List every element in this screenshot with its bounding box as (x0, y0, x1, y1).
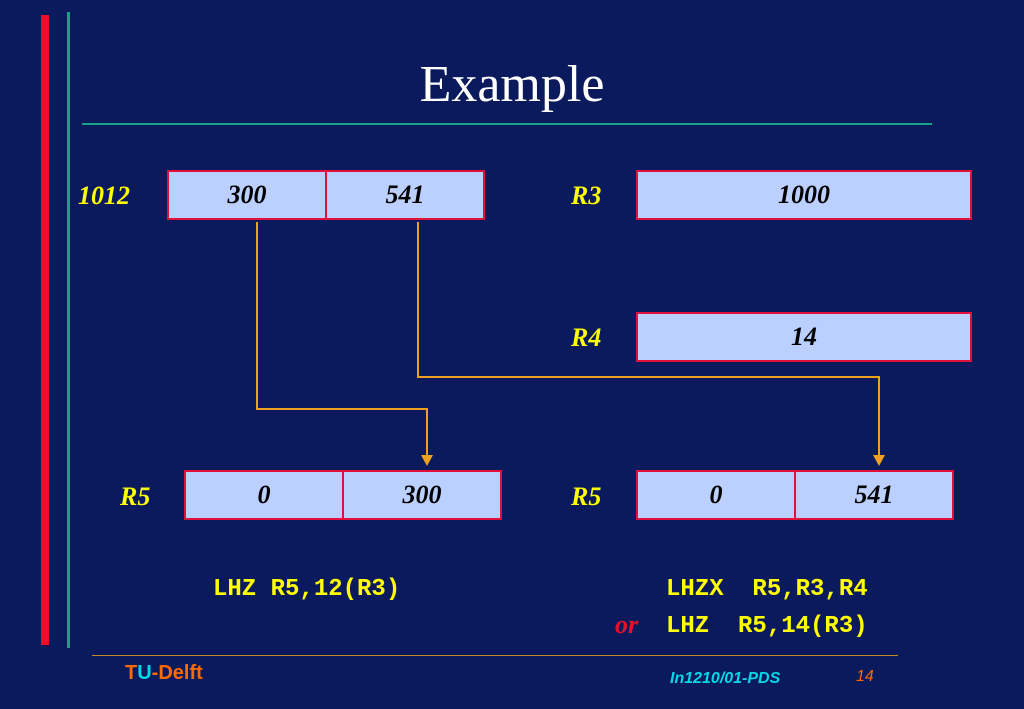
footer-divider (92, 655, 898, 656)
left-accent-bar-red (41, 15, 49, 645)
slide-title: Example (419, 56, 605, 113)
r5-right-high: 0 (709, 480, 723, 509)
memory-word-box: 300 541 (167, 170, 485, 220)
page-number: 14 (856, 668, 874, 685)
r5-left-register-box: 0 300 (184, 470, 502, 520)
r5-left-low: 300 (342, 472, 500, 518)
arrowhead-r5-right (873, 455, 885, 466)
right-instruction-lhzx: LHZX R5,R3,R4 (666, 576, 868, 603)
r5-right-register-box: 0 541 (636, 470, 954, 520)
right-instruction-lhz: LHZ R5,14(R3) (666, 613, 868, 640)
r5-right-low: 541 (794, 472, 952, 518)
logo-letter-t: T (125, 662, 138, 684)
arrow-541-to-r5-right (417, 222, 880, 458)
r5-right-label: R5 (571, 482, 602, 511)
course-code: In1210/01-PDS (670, 670, 781, 687)
arrow-300-to-r5-left (256, 222, 428, 458)
memory-address-label: 1012 (78, 181, 130, 210)
or-label: or (615, 610, 639, 639)
left-instruction: LHZ R5,12(R3) (213, 576, 401, 603)
left-accent-bar-teal (67, 12, 70, 648)
r4-value: 14 (791, 322, 817, 351)
r4-label: R4 (571, 323, 602, 352)
arrowhead-r5-left (421, 455, 433, 466)
r5-left-high: 0 (257, 480, 271, 509)
title-divider (82, 123, 932, 125)
r3-register-box: 1000 (636, 170, 972, 220)
logo-letter-u: U (137, 662, 152, 684)
memory-halfword-high: 300 (227, 180, 267, 209)
r5-left-label: R5 (120, 482, 151, 511)
r3-label: R3 (571, 181, 602, 210)
tu-delft-logo: TU-Delft (125, 662, 203, 685)
memory-halfword-low: 541 (325, 172, 483, 218)
logo-text-delft: -Delft (151, 662, 203, 684)
r4-register-box: 14 (636, 312, 972, 362)
r3-value: 1000 (778, 180, 830, 209)
